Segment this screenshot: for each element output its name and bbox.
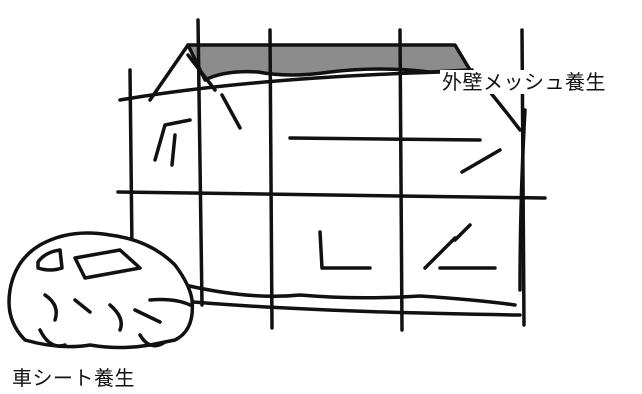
car-windshield bbox=[73, 248, 142, 280]
window-lower-right-slope bbox=[453, 223, 472, 242]
window-lower-right bbox=[423, 236, 457, 270]
car-side-window bbox=[36, 248, 64, 272]
car-wheel-rear bbox=[138, 333, 167, 348]
window-upper-right bbox=[288, 136, 482, 142]
wall-mesh-label: 外壁メッシュ養生 bbox=[440, 70, 608, 94]
mesh-fold bbox=[518, 108, 527, 292]
car-body bbox=[7, 231, 195, 350]
scaffold-post-1 bbox=[128, 68, 134, 252]
mesh-lower-wave bbox=[183, 283, 517, 307]
car-sheet-label: 車シート養生 bbox=[10, 366, 137, 390]
window-upper-right-slope bbox=[460, 148, 502, 174]
car-sheet-fold-1 bbox=[43, 293, 58, 322]
roof-left-edge bbox=[148, 43, 190, 102]
window-lower-left bbox=[318, 230, 372, 270]
scaffold-middle-rail bbox=[116, 190, 547, 200]
scaffold-post-3 bbox=[268, 28, 274, 330]
window-upper-left bbox=[153, 118, 192, 162]
car-wheel-front bbox=[38, 328, 67, 348]
window-upper-mid bbox=[220, 93, 242, 130]
roof-left-edge-inner bbox=[186, 53, 217, 92]
window-upper-left-inner bbox=[170, 133, 177, 167]
scaffold-post-2 bbox=[196, 18, 204, 307]
car-sheet-fold-2 bbox=[73, 298, 92, 314]
car-hood-line bbox=[148, 297, 192, 307]
scaffold-post-4 bbox=[398, 28, 404, 332]
scaffold-bottom-rail bbox=[168, 298, 522, 317]
scaffold-top-rail bbox=[118, 70, 442, 102]
house-roof bbox=[186, 43, 472, 82]
car-sheet-fold-4 bbox=[133, 308, 162, 324]
car-sheet-fold-3 bbox=[108, 303, 123, 332]
